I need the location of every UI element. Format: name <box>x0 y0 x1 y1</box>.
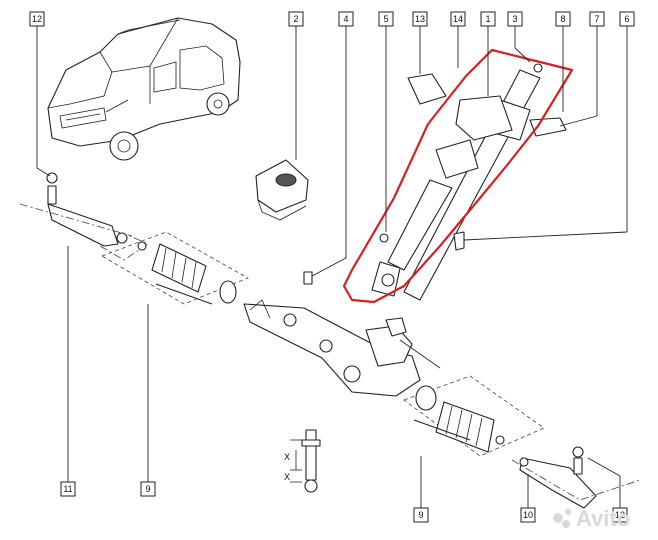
callout-7: 7 <box>589 11 605 27</box>
callout-9-right: 9 <box>413 507 429 523</box>
avito-watermark: Avito <box>553 506 630 531</box>
callout-6: 6 <box>619 11 635 27</box>
svg-text:1: 1 <box>485 14 490 24</box>
svg-text:14: 14 <box>453 14 463 24</box>
dimension-x-bottom: X <box>284 472 290 482</box>
dimension-x-top: X <box>284 452 290 462</box>
svg-text:8: 8 <box>560 14 565 24</box>
callout-2: 2 <box>288 11 304 27</box>
part-2-grommet <box>255 26 309 221</box>
callout-1: 1 <box>480 11 496 27</box>
callout-13: 13 <box>412 11 428 27</box>
svg-text:6: 6 <box>624 14 629 24</box>
right-boot-set <box>403 375 545 457</box>
steering-rack <box>243 299 441 397</box>
callout-5: 5 <box>378 11 394 27</box>
svg-text:2: 2 <box>293 14 298 24</box>
callout-3: 3 <box>507 11 523 27</box>
svg-text:9: 9 <box>418 510 423 520</box>
callout-10: 10 <box>520 507 536 523</box>
car-illustration <box>47 17 241 161</box>
steering-column-highlight <box>342 48 574 304</box>
callout-8: 8 <box>555 11 571 27</box>
svg-text:4: 4 <box>343 14 348 24</box>
watermark-text: Avito <box>576 506 630 531</box>
left-tie-rod-end <box>19 172 149 261</box>
callout-12-top: 12 <box>29 11 45 27</box>
svg-text:5: 5 <box>383 14 388 24</box>
svg-text:3: 3 <box>512 14 517 24</box>
steering-column-assembly <box>371 63 567 301</box>
svg-text:12: 12 <box>615 510 625 520</box>
svg-text:13: 13 <box>415 14 425 24</box>
svg-text:12: 12 <box>32 14 42 24</box>
callout-4: 4 <box>338 11 354 27</box>
bolt-dimension-detail: X X <box>284 429 321 493</box>
svg-text:10: 10 <box>523 510 533 520</box>
callout-14: 14 <box>450 11 466 27</box>
part-4-bolt <box>303 26 347 285</box>
callout-11: 11 <box>60 481 76 497</box>
svg-text:11: 11 <box>63 484 72 494</box>
right-tie-rod-end <box>511 446 641 509</box>
svg-text:7: 7 <box>594 14 599 24</box>
left-boot-set <box>101 231 249 305</box>
callout-9-left: 9 <box>140 481 156 497</box>
svg-text:9: 9 <box>145 484 150 494</box>
leader-lines <box>36 26 628 508</box>
callout-12-bottom: 12 <box>612 507 628 523</box>
